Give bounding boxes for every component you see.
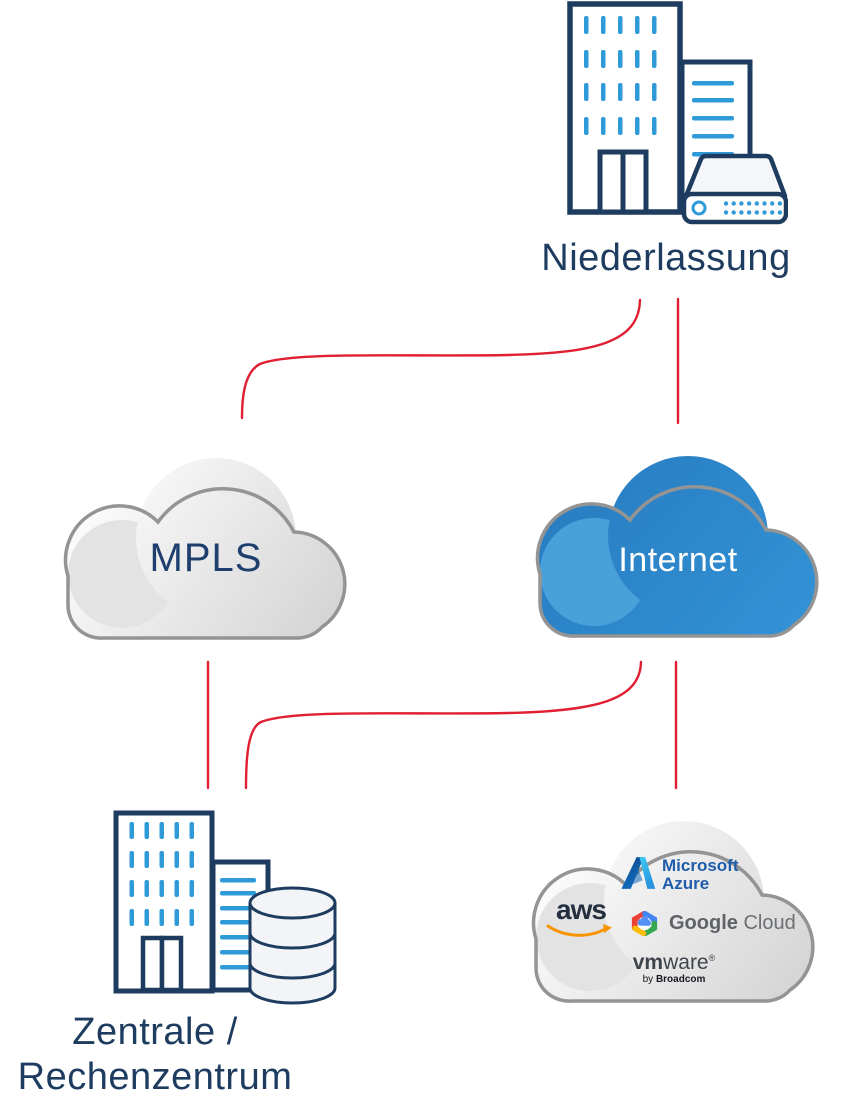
azure-logo-text: Microsoft Azure <box>662 857 739 893</box>
google-cloud-logo: Google Cloud <box>628 909 796 938</box>
aws-smile-icon <box>546 924 612 937</box>
hq-tower <box>113 810 215 994</box>
internet-label: Internet <box>618 541 738 579</box>
google-cloud-icon <box>631 910 658 937</box>
google-word: Google <box>669 912 738 934</box>
hq-label-line2: Rechenzentrum <box>17 1055 293 1098</box>
connector-internet-to-hq <box>244 660 643 790</box>
vmware-logo: vmware® by Broadcom <box>528 947 820 986</box>
router-led-ring <box>691 200 707 216</box>
vmware-ware: ware <box>663 951 709 974</box>
azure-text-line2: Azure <box>662 874 710 893</box>
mpls-label: MPLS <box>149 536 263 580</box>
router-icon <box>681 153 788 225</box>
vmware-vm: vm <box>632 951 664 974</box>
google-cloud-text: Google Cloud <box>669 912 796 935</box>
aws-logo-text: aws <box>556 894 607 925</box>
hq-windows <box>129 822 194 926</box>
branch-building-icon <box>567 1 788 225</box>
database-icon <box>248 886 337 1005</box>
mpls-cloud-icon <box>63 458 347 640</box>
mpls-cloud: MPLS <box>60 450 352 643</box>
internet-cloud-icon <box>535 456 819 638</box>
hq-annex-windows <box>220 878 256 970</box>
router-ports <box>723 201 783 215</box>
hq-door <box>140 935 184 993</box>
branch-label: Niederlassung <box>541 237 791 279</box>
aws-logo: aws <box>546 894 616 940</box>
hq-label: Zentrale / Rechenzentrum <box>0 1010 310 1100</box>
azure-text-line1: Microsoft <box>662 856 739 875</box>
cloud-providers-cloud: Microsoft Azure aws Goog <box>528 813 820 1006</box>
byline-by: by <box>642 974 656 985</box>
branch-door <box>597 149 649 215</box>
azure-logo-icon <box>621 857 656 889</box>
hq-building-icon <box>113 810 337 1005</box>
vmware-byline: by Broadcom <box>528 974 820 986</box>
hq-label-line1: Zentrale / <box>72 1011 238 1053</box>
internet-cloud: Internet <box>532 448 824 641</box>
vmware-registered-mark: ® <box>708 953 716 963</box>
connector-branch-to-mpls <box>240 298 642 420</box>
vmware-logo-text: vmware® <box>528 947 820 974</box>
byline-broadcom: Broadcom <box>655 974 706 985</box>
cloud-word: Cloud <box>743 912 796 934</box>
branch-windows <box>584 16 657 135</box>
